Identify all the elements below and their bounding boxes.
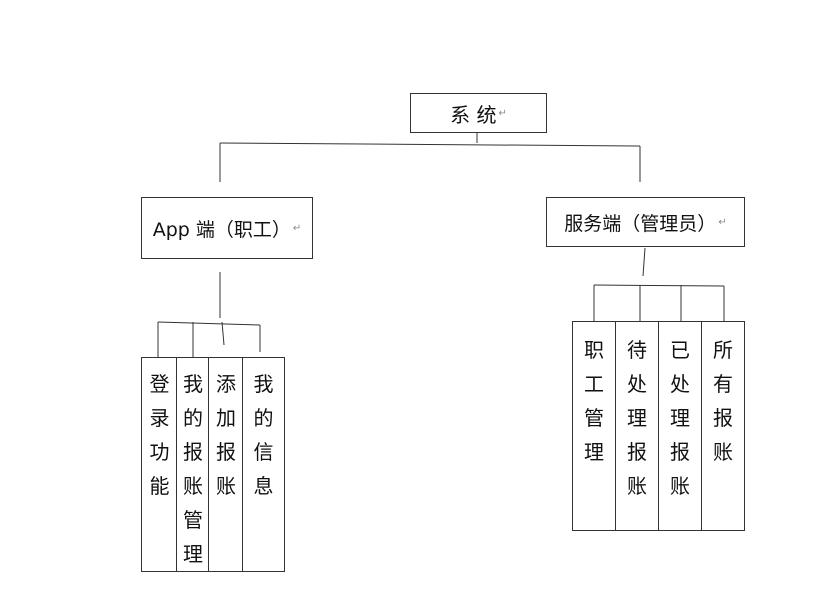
node-label-char: 报 [216, 440, 236, 464]
root-node: 系 统↵ [410, 93, 547, 133]
left-child-box-3: 添加报账添加报账 [208, 357, 244, 572]
node-label-char: 登 [149, 372, 170, 396]
left-branch-label: App 端（职工） [152, 218, 291, 241]
connector-left-child-3 [221, 321, 225, 346]
node-label-char: 工 [584, 372, 604, 396]
right-child-box-1: 职工管理职工管理 [572, 321, 616, 531]
node-label-char: 信 [253, 440, 274, 464]
connector-right-bar [593, 284, 725, 287]
node-label-char: 报 [670, 440, 690, 464]
left-child-box-1: 登录功能登录功能 [141, 357, 178, 572]
node-label-char: 的 [253, 406, 274, 430]
node-label-char: 息 [253, 474, 274, 498]
node-label-char: 账 [216, 474, 236, 498]
node-label-char: 管 [183, 508, 203, 532]
right-child-box-4: 所有报账所有报账 [701, 321, 745, 531]
node-label-char: 加 [216, 406, 236, 430]
node-label-char: 报 [627, 440, 647, 464]
node-label-char: 账 [713, 440, 733, 464]
node-label-char: 功 [149, 440, 170, 464]
node-label-char: 的 [183, 406, 203, 430]
right-child-box-2: 待处理报账待处理报账 [615, 321, 659, 531]
node-label-char: 报 [183, 440, 203, 464]
node-label-char: 职 [584, 338, 604, 362]
node-label-char: 处 [670, 372, 690, 396]
node-label-char: 已 [670, 338, 690, 362]
right-branch-node: 服务端（管理员）↵ [546, 197, 745, 247]
node-label-char: 理 [627, 406, 647, 430]
node-label-char: 管 [584, 406, 604, 430]
node-label-char: 处 [627, 372, 647, 396]
node-label-char: 账 [670, 474, 690, 498]
node-label-char: 理 [584, 440, 604, 464]
node-label-char: 所 [713, 338, 733, 362]
connector-right-stem [642, 247, 646, 277]
left-child-box-4: 我的信息我的信息 [242, 357, 285, 572]
left-child-box-2: 我的报账管理我的报账管理 [176, 357, 210, 572]
connector-root-bar [219, 142, 641, 147]
node-label-char: 账 [627, 474, 647, 498]
root-label: 系 统 [450, 102, 497, 127]
node-label-char: 理 [670, 406, 690, 430]
node-label-char: 我 [183, 372, 203, 396]
right-child-box-3: 已处理报账已处理报账 [658, 321, 702, 531]
right-branch-label: 服务端（管理员） [564, 212, 717, 235]
connector-left-bar [157, 321, 261, 326]
left-branch-node: App 端（职工）↵ [141, 197, 313, 259]
node-label-char: 有 [713, 372, 733, 396]
node-label-char: 待 [627, 338, 647, 362]
node-label-char: 添 [216, 372, 236, 396]
node-label-char: 录 [149, 406, 170, 430]
node-label-char: 账 [183, 474, 203, 498]
node-label-char: 能 [149, 474, 170, 498]
node-label-char: 我 [253, 372, 274, 396]
node-label-char: 理 [183, 542, 203, 566]
node-label-char: 报 [713, 406, 733, 430]
